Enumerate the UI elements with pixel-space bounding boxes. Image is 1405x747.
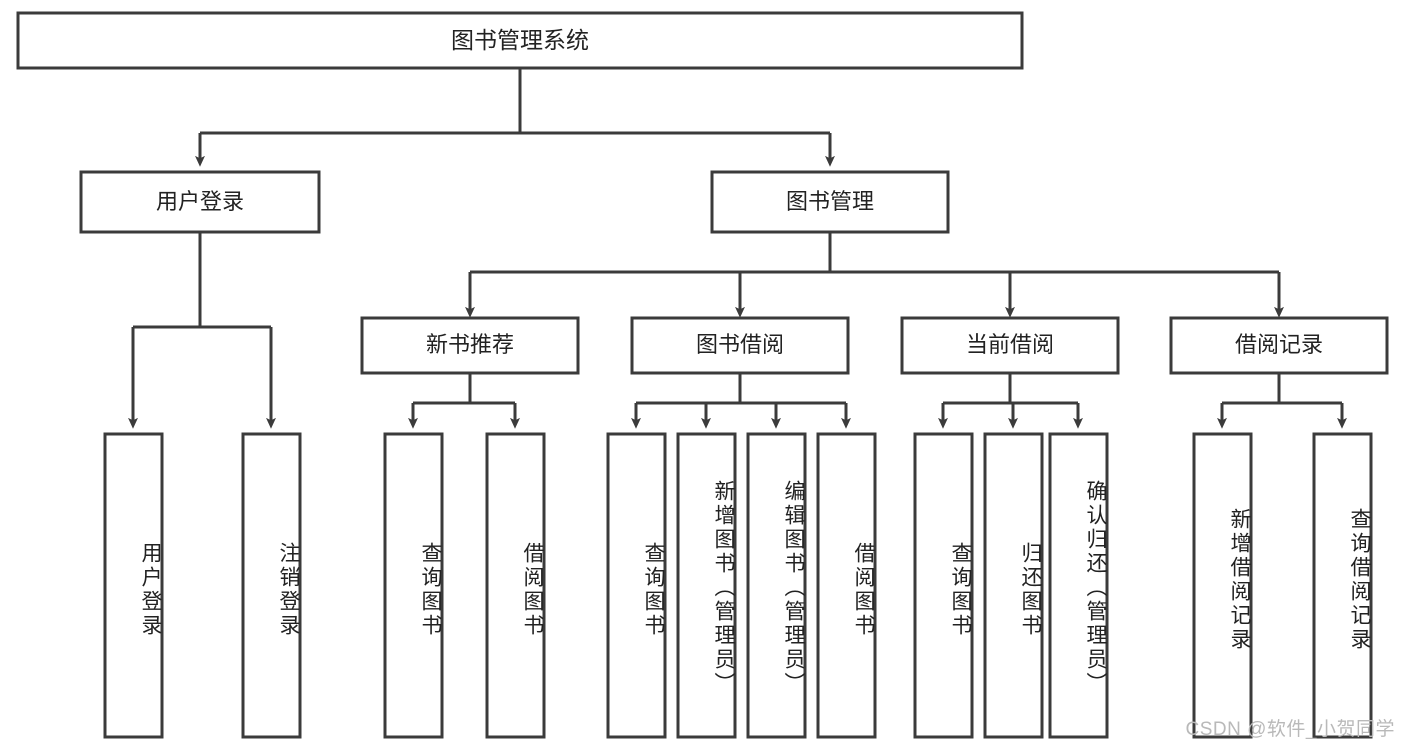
leaf-box-user-login[interactable] (103, 432, 164, 739)
node-book-management[interactable]: 图书管理 (710, 170, 950, 234)
connector-root-to-level2 (195, 68, 835, 167)
leaf-box-query-book-2[interactable] (606, 432, 667, 739)
connector-new-book-recommend-to-leaves (408, 373, 520, 429)
node-new-book-recommend-label: 新书推荐 (426, 332, 514, 357)
connector-book-management-to-level3 (465, 232, 1284, 318)
leaf-box-return-book[interactable] (983, 432, 1044, 739)
node-borrow-record-label: 借阅记录 (1235, 332, 1323, 357)
leaf-box-add-book-admin[interactable] (676, 432, 737, 739)
node-user-login-label: 用户登录 (156, 189, 244, 214)
node-user-login[interactable]: 用户登录 (79, 170, 321, 234)
node-book-borrow-label: 图书借阅 (696, 332, 784, 357)
leaf-box-query-book-1[interactable] (383, 432, 444, 739)
leaf-box-borrow-book-1[interactable] (485, 432, 546, 739)
node-current-borrow-box[interactable] (900, 316, 1120, 375)
node-root-label: 图书管理系统 (451, 27, 589, 53)
leaf-box-borrow-book-2[interactable] (816, 432, 877, 739)
node-new-book-recommend-box[interactable] (360, 316, 580, 375)
leaf-box-logout[interactable] (241, 432, 302, 739)
node-book-management-label: 图书管理 (786, 189, 874, 214)
leaf-box-query-book-3[interactable] (913, 432, 974, 739)
connector-borrow-record-to-leaves (1217, 373, 1347, 429)
leaf-box-add-borrow-record[interactable] (1192, 432, 1253, 739)
node-root[interactable]: 图书管理系统 (16, 11, 1024, 70)
node-current-borrow[interactable]: 当前借阅 (900, 316, 1120, 375)
connector-current-borrow-to-leaves (938, 373, 1083, 429)
node-borrow-record[interactable]: 借阅记录 (1169, 316, 1389, 375)
connector-user-login-to-leaves (128, 232, 276, 429)
node-root-box[interactable] (16, 11, 1024, 70)
watermark-text: CSDN @软件_小贺同学 (1185, 719, 1395, 740)
leaf-box-edit-book-admin[interactable] (746, 432, 807, 739)
connector-book-borrow-to-leaves (631, 373, 851, 429)
node-book-borrow[interactable]: 图书借阅 (630, 316, 850, 375)
node-current-borrow-label: 当前借阅 (966, 332, 1054, 357)
node-new-book-recommend[interactable]: 新书推荐 (360, 316, 580, 375)
node-user-login-box[interactable] (79, 170, 321, 234)
leaf-box-query-borrow-record[interactable] (1312, 432, 1373, 739)
leaf-box-confirm-return-admin[interactable] (1048, 432, 1109, 739)
